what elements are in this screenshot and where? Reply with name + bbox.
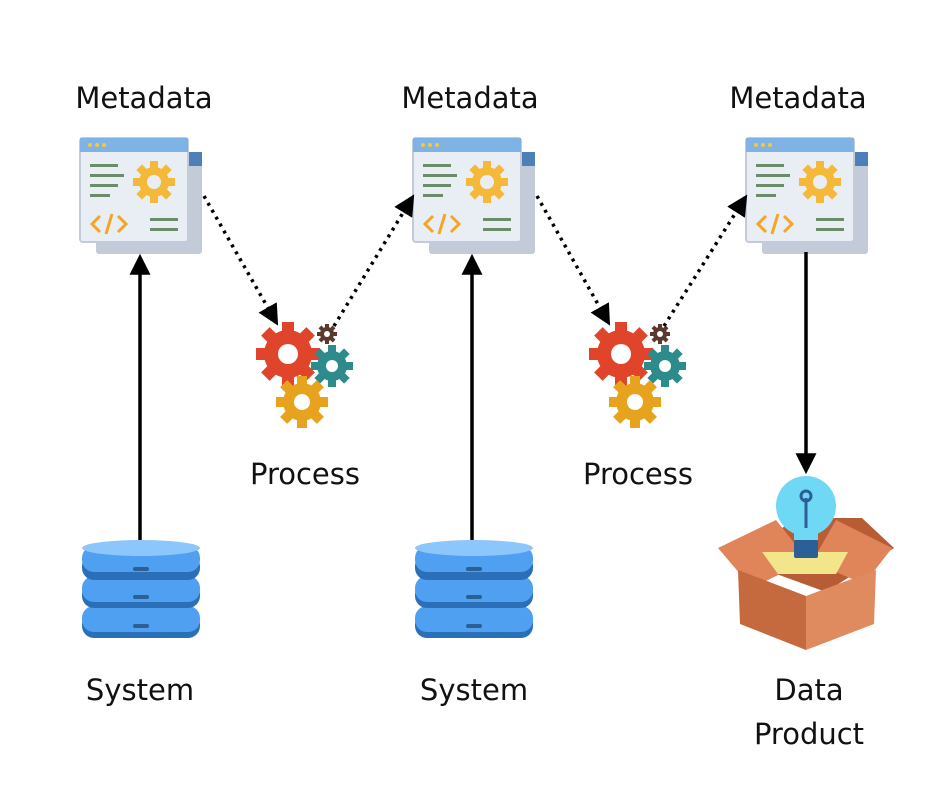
gears-icon [589,322,686,428]
label-data-product-line1: Data [774,673,844,707]
label-data-product-line2: Product [753,717,865,751]
label-data-product: Data Product [709,668,909,756]
label-system-1: System [85,673,195,707]
flow-arrow-meta2-to-process2 [535,195,611,326]
label-process-1: Process [249,457,360,491]
flow-arrow-process1-to-meta2 [332,194,415,327]
label-process-2: Process [582,457,693,491]
database-icon [415,540,533,638]
database-icon [82,540,200,638]
label-metadata-1: Metadata [75,81,213,115]
lightbulb-box-icon [718,476,894,650]
metadata-window-icon [744,136,870,256]
label-system-2: System [419,673,529,707]
flow-arrow-meta1-to-process1 [202,195,279,326]
gears-icon [256,322,353,428]
metadata-window-icon [411,136,537,256]
label-metadata-3: Metadata [729,81,867,115]
flow-arrow-process2-to-meta3 [662,194,748,327]
label-metadata-2: Metadata [401,81,539,115]
metadata-window-icon [78,136,204,256]
